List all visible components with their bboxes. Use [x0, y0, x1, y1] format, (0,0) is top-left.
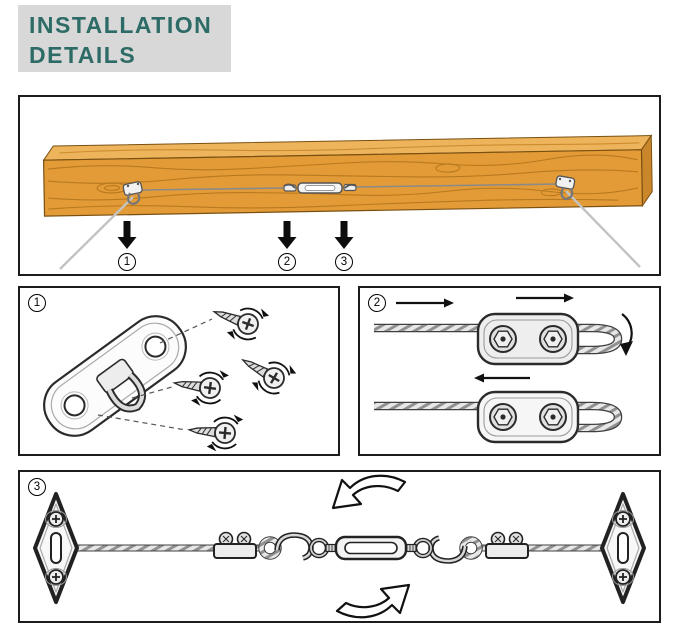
page-title-line-2: DETAILS [29, 41, 137, 68]
step1-label: 1 [28, 294, 46, 312]
step-pointer-arrows [117, 221, 354, 249]
page-title-line-1: INSTALLATION [29, 12, 213, 38]
overview-marker-3: 3 [335, 253, 353, 271]
screw-icon-4 [186, 409, 245, 454]
threading-direction-arrows [396, 293, 633, 383]
down-arrow-2 [277, 221, 297, 249]
page-title: INSTALLATION DETAILS [18, 5, 231, 72]
step3-label: 3 [28, 478, 46, 496]
right-pad-eye [555, 175, 576, 201]
rope-clamp-bottom-assembly [374, 390, 623, 444]
step1-diagram [43, 292, 300, 454]
step1-panel: 1 [18, 286, 340, 456]
plate-screw-hole [63, 394, 86, 417]
step2-diagram [374, 293, 633, 444]
rope-clamp-top-assembly [374, 293, 633, 383]
rotate-arrow-bottom [335, 583, 411, 619]
step2-panel: 2 [358, 286, 661, 456]
wire-right-span [355, 183, 561, 188]
clamp-nut [539, 403, 567, 431]
wood-grain [47, 142, 640, 210]
turnbuckle-small [283, 182, 357, 194]
overview-marker-1: 1 [118, 253, 136, 271]
right-suspension-rope [565, 190, 641, 268]
left-pad-eye [122, 181, 143, 206]
rotate-arrow-top [331, 474, 407, 510]
overview-diagram [42, 133, 653, 270]
overview-panel: 1 2 3 [18, 95, 661, 276]
diamond-pad-eye-left [33, 492, 79, 604]
clamp-nut [489, 325, 517, 353]
down-arrow-1 [117, 221, 137, 249]
screw-icon-1 [206, 292, 272, 349]
wood-beam [42, 133, 653, 217]
step3-panel: 3 [18, 470, 661, 623]
turnbuckle [308, 535, 434, 561]
left-suspension-rope [59, 196, 134, 270]
step2-label: 2 [368, 294, 386, 312]
diamond-pad-eye-right [600, 492, 646, 604]
clamp-nut [539, 325, 567, 353]
clamp-nut [489, 403, 517, 431]
down-arrow-3 [334, 221, 354, 249]
wire-clamp-right [485, 531, 529, 559]
wire-clamp-left [213, 531, 257, 559]
overview-marker-2: 2 [278, 253, 296, 271]
assembly-guide-lines [97, 318, 213, 431]
screw-icon-3 [232, 342, 300, 405]
pad-eye-plate [43, 315, 187, 437]
plate-bridge [96, 358, 134, 394]
screw-icon-2 [170, 362, 231, 411]
step3-diagram [33, 474, 646, 619]
wire-left-span [141, 187, 285, 191]
